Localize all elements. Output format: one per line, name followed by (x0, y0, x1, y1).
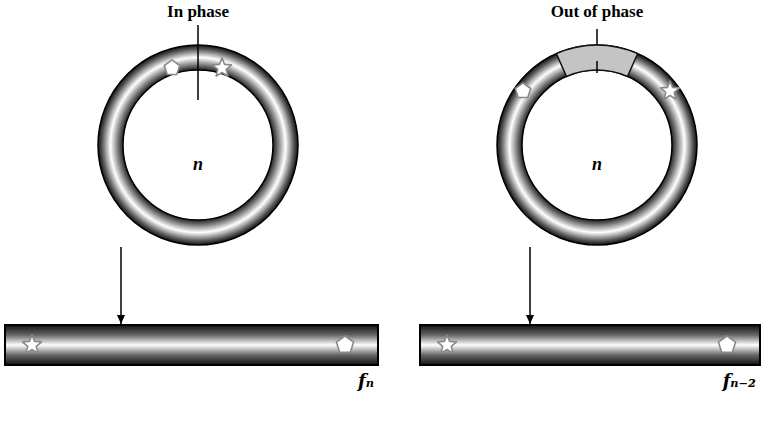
bar-shape (5, 325, 378, 365)
cut-mark (197, 25, 199, 100)
pentagon-symbol (718, 336, 735, 352)
bar-outline (5, 325, 378, 365)
star-symbol (660, 81, 679, 99)
ring-shape (497, 45, 697, 245)
star-symbol (212, 58, 231, 76)
arrow-connector (529, 247, 531, 324)
ring-label: n (592, 155, 602, 175)
pentagon-symbol (164, 60, 179, 75)
cut-mark (596, 61, 598, 73)
star-symbol (22, 335, 41, 353)
frequency-label: fₙ (358, 371, 374, 391)
bar-node: fₙ (5, 325, 378, 365)
bar-shape (420, 325, 760, 365)
pentagon-symbol (515, 83, 530, 98)
star-symbol (437, 335, 456, 353)
arrow-connector (120, 247, 122, 324)
bar-outline (420, 325, 760, 365)
phase-heading: In phase (167, 3, 229, 22)
ring-outline (98, 45, 298, 245)
bar-node: fₙ₋₂ (420, 325, 760, 365)
ring-node: Out of phasen (497, 45, 697, 245)
gap-sector (556, 45, 637, 76)
phase-heading: Out of phase (551, 3, 644, 22)
ring-label: n (193, 155, 203, 175)
frequency-label: fₙ₋₂ (723, 371, 756, 391)
pentagon-symbol (336, 336, 353, 352)
cut-mark (596, 29, 598, 45)
ring-outline (497, 45, 697, 245)
ring-node: In phasen (98, 45, 298, 245)
